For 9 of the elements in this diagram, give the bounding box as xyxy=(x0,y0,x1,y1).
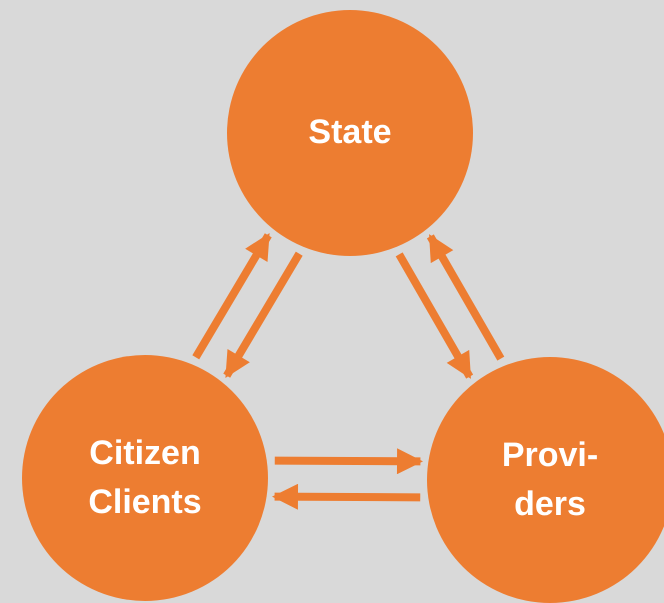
node-label: Provi- ders xyxy=(500,434,600,525)
node-label: State xyxy=(308,112,392,154)
arrow xyxy=(274,448,424,474)
arrow xyxy=(192,233,272,360)
arrow xyxy=(396,252,474,379)
arrow xyxy=(272,484,420,510)
arrow xyxy=(426,234,504,361)
node-label: Citizen Clients xyxy=(87,432,203,523)
arrow xyxy=(223,252,303,378)
